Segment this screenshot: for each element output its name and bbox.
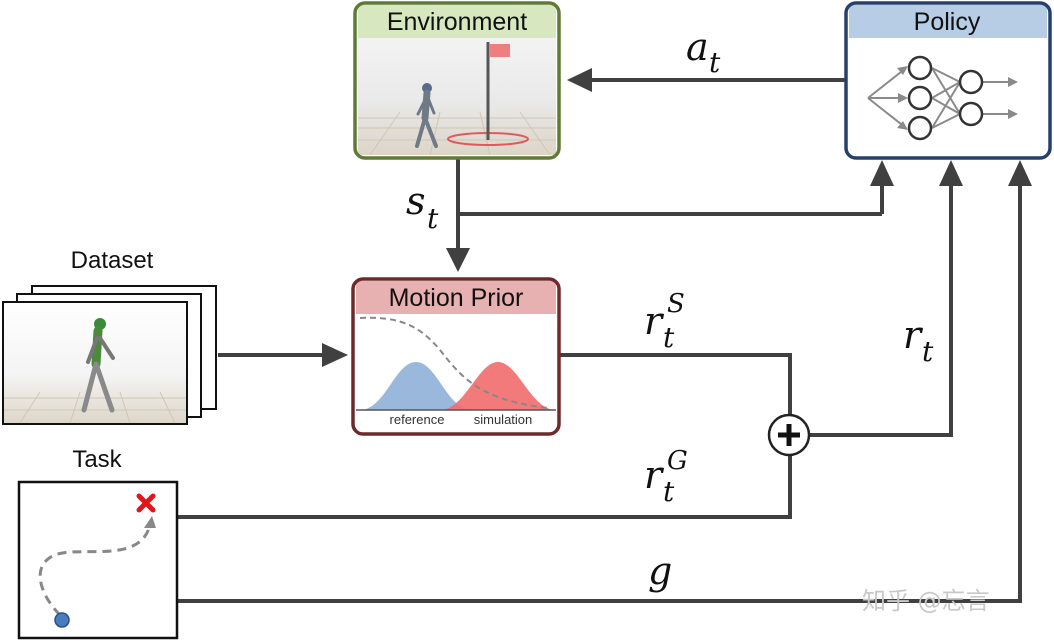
goal-reward-sub: t bbox=[663, 475, 675, 508]
state-symbol: s t bbox=[406, 179, 439, 235]
state-symbol-sub: t bbox=[427, 202, 439, 235]
dataset-humanoid-icon bbox=[81, 318, 115, 413]
target-cross-icon bbox=[136, 493, 156, 513]
style-reward-sub: t bbox=[663, 321, 675, 354]
discriminator-curve bbox=[359, 316, 549, 409]
task-path-arrowhead bbox=[144, 516, 156, 528]
environment-header bbox=[358, 5, 556, 38]
style-reward-base: r bbox=[644, 299, 665, 343]
connector-lines bbox=[178, 68, 1032, 603]
state-arrowhead-motion bbox=[446, 248, 470, 272]
environment-title: Environment bbox=[387, 8, 527, 36]
environment-border bbox=[353, 1, 561, 160]
goal-reward-symbol: r t G bbox=[644, 446, 688, 508]
goal-line bbox=[178, 184, 1022, 603]
task-label: Task bbox=[72, 446, 122, 473]
policy-box: Policy bbox=[844, 1, 1052, 160]
policy-border bbox=[844, 1, 1052, 160]
humanoid-figure-icon bbox=[415, 83, 438, 148]
policy-header bbox=[849, 5, 1047, 38]
policy-title: Policy bbox=[914, 8, 981, 36]
task-frame bbox=[17, 480, 179, 640]
policy-bg bbox=[846, 3, 1050, 158]
action-symbol-base: a bbox=[686, 25, 709, 69]
watermark: 知乎 @忘言 bbox=[862, 587, 990, 615]
reference-label: reference bbox=[390, 412, 445, 427]
simulation-distribution bbox=[440, 362, 556, 410]
dataset-floor-grid bbox=[4, 391, 186, 424]
action-symbol: a t bbox=[686, 25, 721, 79]
style-reward-line bbox=[560, 353, 792, 414]
goal-symbol: g bbox=[648, 549, 672, 593]
motion-prior-border bbox=[351, 277, 561, 436]
goal-arrowhead bbox=[1008, 160, 1032, 186]
state-symbol-base: s bbox=[406, 179, 426, 223]
action-arrowhead bbox=[567, 68, 592, 92]
reward-symbol-base: r bbox=[903, 313, 924, 357]
flag-icon bbox=[489, 44, 510, 57]
style-reward-sup: S bbox=[667, 289, 685, 319]
reward-symbol: r t bbox=[903, 313, 934, 368]
motion-prior-header bbox=[356, 281, 556, 314]
task-box: Task bbox=[17, 446, 179, 640]
reward-arrowhead bbox=[939, 160, 963, 186]
motion-prior-title: Motion Prior bbox=[389, 284, 524, 312]
sum-node bbox=[767, 413, 811, 457]
start-point-icon bbox=[54, 612, 70, 628]
dataset-arrowhead bbox=[322, 343, 348, 367]
reward-line bbox=[810, 184, 953, 437]
dataset-stack: Dataset bbox=[2, 247, 217, 425]
motion-prior-box: Motion Prior reference simulation bbox=[351, 277, 561, 436]
reward-symbol-sub: t bbox=[922, 335, 934, 368]
state-arrowhead-policy bbox=[870, 160, 894, 186]
action-symbol-sub: t bbox=[709, 46, 721, 79]
simulation-label: simulation bbox=[474, 412, 533, 427]
reference-distribution bbox=[360, 362, 472, 410]
goal-reward-base: r bbox=[644, 453, 665, 497]
style-reward-symbol: r t S bbox=[644, 289, 685, 354]
goal-reward-sup: G bbox=[667, 446, 688, 476]
goal-reward-line bbox=[178, 456, 792, 519]
dataset-label: Dataset bbox=[71, 247, 154, 274]
neural-network-icon bbox=[867, 55, 1018, 141]
environment-box: Environment bbox=[353, 1, 561, 160]
